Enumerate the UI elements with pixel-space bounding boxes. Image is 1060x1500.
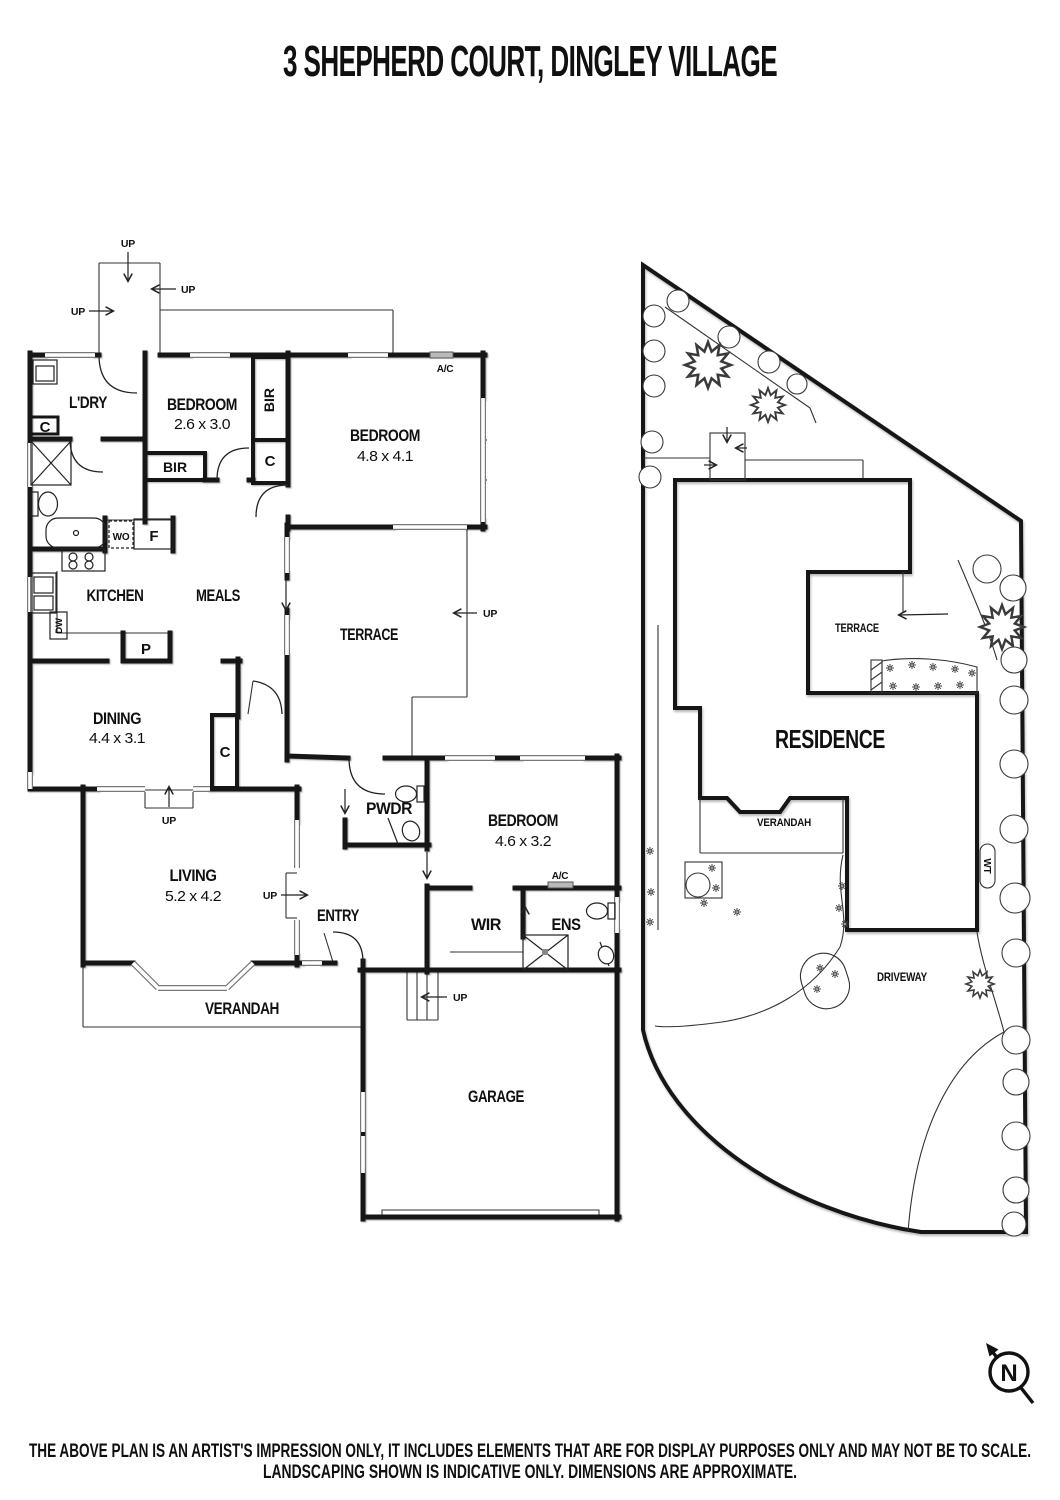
label-garage: GARAGE	[468, 1087, 524, 1106]
label-pantry: P	[141, 641, 151, 658]
label-verandah: VERANDAH	[205, 999, 279, 1018]
site-labels: RESIDENCE TERRACE VERANDAH DRIVEWAY WT	[757, 623, 992, 984]
label-bedroom3: BEDROOM	[488, 811, 558, 830]
label-terrace: TERRACE	[340, 625, 398, 644]
disclaimer: THE ABOVE PLAN IS AN ARTIST'S IMPRESSION…	[29, 1441, 1031, 1483]
label-kitchen: KITCHEN	[87, 586, 144, 605]
label-ac-bedroom1: A/C	[437, 364, 454, 375]
label-laundry: L'DRY	[69, 393, 108, 412]
label-up-dining-step: UP	[162, 815, 176, 827]
label-wall-oven: WO	[113, 532, 130, 543]
label-site-terrace: TERRACE	[835, 623, 879, 635]
floorplan-thin-lines	[29, 262, 600, 1219]
label-meals: MEALS	[196, 586, 240, 605]
label-cupboard-laundry: C	[40, 419, 51, 436]
label-driveway: DRIVEWAY	[877, 972, 927, 984]
label-cupboard-hall: C	[265, 453, 276, 470]
page-title: 3 SHEPHERD COURT, DINGLEY VILLAGE	[283, 37, 777, 86]
label-bir-vertical: BIR	[261, 388, 277, 412]
label-ensuite: ENS	[552, 915, 581, 934]
disclaimer-line2: LANDSCAPING SHOWN IS INDICATIVE ONLY. DI…	[263, 1462, 797, 1483]
label-bedroom1: BEDROOM	[350, 426, 420, 445]
label-cupboard-dining: C	[220, 744, 231, 761]
site-boundary-and-residence	[641, 261, 1029, 1234]
label-bedroom2: BEDROOM	[167, 395, 237, 414]
label-fridge: F	[149, 528, 158, 545]
north-label: N	[1000, 1360, 1017, 1387]
floor-plan: UP UP UP UP UP UP UP L'DRY C BEDROOM 2.6…	[27, 238, 622, 1222]
landscaping	[638, 289, 1031, 1237]
label-up-landing-left: UP	[71, 306, 85, 318]
site-plan: RESIDENCE TERRACE VERANDAH DRIVEWAY WT	[638, 261, 1031, 1237]
label-up-stairs-top: UP	[121, 238, 135, 250]
floorplan-arrows	[89, 252, 530, 1002]
label-up-living-step: UP	[263, 890, 277, 902]
label-bedroom2-dim: 2.6 x 3.0	[174, 416, 230, 433]
floorplan-walls	[27, 350, 622, 1222]
label-water-tank: WT	[981, 858, 992, 873]
floorplan-windows	[27, 352, 620, 1173]
floorplan-fixtures	[30, 351, 616, 971]
label-bir-bedroom2: BIR	[163, 459, 187, 475]
label-residence: RESIDENCE	[775, 724, 885, 754]
floorplan-labels: UP UP UP UP UP UP UP L'DRY C BEDROOM 2.6…	[40, 238, 582, 1106]
label-dining: DINING	[93, 709, 141, 728]
site-details	[643, 306, 1005, 1233]
label-living-dim: 5.2 x 4.2	[165, 888, 221, 905]
label-powder: PWDR	[366, 799, 412, 818]
label-up-terrace: UP	[483, 608, 497, 620]
floorplan-doors	[69, 354, 386, 963]
label-up-landing: UP	[181, 284, 195, 296]
label-bedroom3-dim: 4.6 x 3.2	[495, 833, 551, 850]
label-dishwasher: DW	[54, 618, 65, 634]
label-site-verandah: VERANDAH	[757, 817, 811, 829]
label-up-stairs-entry: UP	[453, 992, 467, 1004]
disclaimer-line1: THE ABOVE PLAN IS AN ARTIST'S IMPRESSION…	[29, 1441, 1031, 1462]
label-bedroom1-dim: 4.8 x 4.1	[357, 448, 413, 465]
label-living: LIVING	[170, 866, 217, 885]
label-dining-dim: 4.4 x 3.1	[89, 730, 145, 747]
north-arrow-icon: N	[986, 1343, 1035, 1405]
label-entry: ENTRY	[317, 906, 360, 925]
label-wir: WIR	[471, 915, 501, 934]
label-ac-ensuite: A/C	[552, 871, 569, 882]
